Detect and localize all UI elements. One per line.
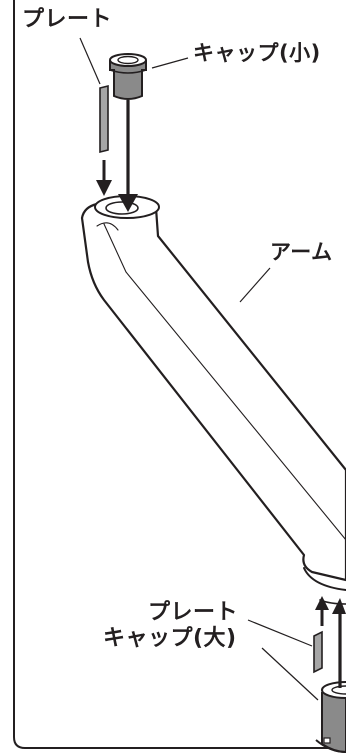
label-cap-large: キャップ(大) (103, 626, 237, 651)
insert-arrow-cap-small (118, 100, 138, 212)
plate-top (99, 84, 109, 154)
insert-arrow-plate-bottom (315, 596, 329, 626)
label-arm: アーム (270, 240, 333, 264)
arm-leader (239, 267, 271, 303)
insert-arrow-plate-top (96, 160, 112, 196)
cap-small-leader (151, 57, 189, 69)
label-plate-bottom: プレート (148, 600, 239, 625)
arm-body (80, 195, 346, 605)
plate-bottom-leader (247, 619, 313, 647)
cap-large (315, 681, 346, 754)
label-cap-small: キャップ(小) (193, 41, 321, 65)
plate-bottom (313, 630, 323, 674)
frame-border (13, 0, 346, 749)
insert-arrow-cap-large (332, 598, 346, 688)
cap-large-leader (261, 647, 319, 701)
cap-small (109, 53, 147, 100)
plate-top-leader (79, 37, 101, 85)
label-plate-top: プレート (22, 7, 113, 32)
